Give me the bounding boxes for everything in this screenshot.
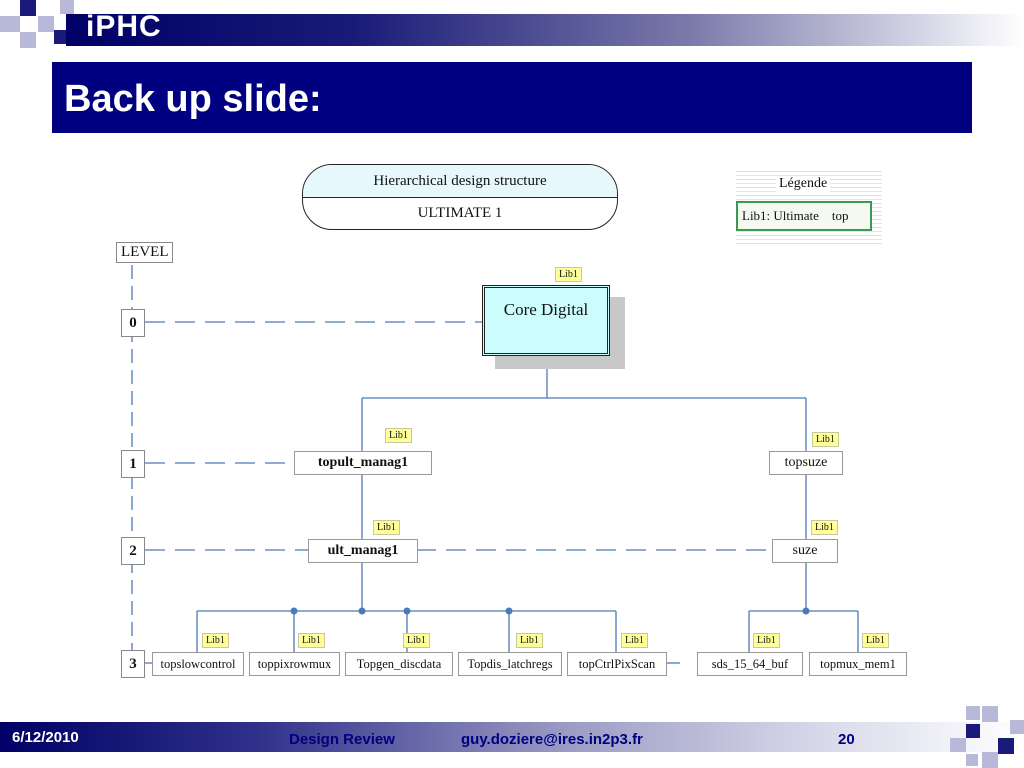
slide-title: Back up slide:	[64, 78, 322, 120]
title-bar	[52, 62, 972, 133]
logo-square	[0, 16, 20, 32]
leaf-sds-15-64-buf: sds_15_64_buf	[697, 652, 803, 676]
logo-square	[1010, 720, 1024, 734]
level-1-marker: 1	[121, 450, 145, 478]
iphc-logo: iPHC	[86, 10, 162, 43]
page-number: 20	[838, 731, 855, 748]
logo-square	[20, 32, 36, 48]
lib-tag: Lib1	[385, 428, 412, 443]
level-label: LEVEL	[116, 242, 174, 263]
ult-manag1-node: ult_manag1	[308, 539, 418, 563]
lib-tag: Lib1	[516, 633, 543, 648]
lib-tag: Lib1	[202, 633, 229, 648]
structure-heading-title: Hierarchical design structure	[303, 165, 617, 198]
header-strip	[66, 14, 1024, 46]
logo-square	[950, 738, 966, 752]
lib-tag: Lib1	[555, 267, 582, 282]
leaf-topgen-discdata: Topgen_discdata	[345, 652, 453, 676]
legend-entry-text: Lib1: Ultimate top	[742, 208, 849, 223]
structure-heading-subtitle: ULTIMATE 1	[417, 205, 503, 221]
level-2-marker: 2	[121, 537, 145, 565]
leaf-topmux-mem1: topmux_mem1	[809, 652, 907, 676]
lib-tag: Lib1	[812, 432, 839, 447]
logo-square	[38, 16, 54, 32]
lib-tag: Lib1	[621, 633, 648, 648]
leaf-topdis-latchregs: Topdis_latchregs	[458, 652, 562, 676]
logo-square	[998, 738, 1014, 754]
logo-square	[966, 754, 978, 766]
lib-tag: Lib1	[862, 633, 889, 648]
footer-title: Design Review	[289, 731, 395, 748]
level-3-marker: 3	[121, 650, 145, 678]
lib-tag: Lib1	[373, 520, 400, 535]
topsuze-node: topsuze	[769, 451, 843, 475]
lib-tag: Lib1	[403, 633, 430, 648]
level-0-marker: 0	[121, 309, 145, 337]
footer-date: 6/12/2010	[12, 729, 79, 746]
topult-manag1-node: topult_manag1	[294, 451, 432, 475]
lib-tag: Lib1	[753, 633, 780, 648]
logo-square	[54, 30, 68, 44]
logo-square	[966, 724, 980, 738]
logo-square	[982, 706, 998, 722]
legend-title: Légende	[776, 176, 831, 192]
lib-tag: Lib1	[811, 520, 838, 535]
leaf-toppixrowmux: toppixrowmux	[249, 652, 340, 676]
leaf-topctrlpixscan: topCtrlPixScan	[567, 652, 667, 676]
logo-square	[20, 0, 36, 16]
leaf-topslowcontrol: topslowcontrol	[152, 652, 244, 676]
footer-bar	[0, 722, 1024, 752]
suze-node: suze	[772, 539, 838, 563]
legend-entry: Lib1: Ultimate top	[736, 201, 872, 231]
lib-tag: Lib1	[298, 633, 325, 648]
core-digital-node: Core Digital	[482, 285, 610, 356]
logo-square	[966, 706, 980, 720]
logo-square	[982, 752, 998, 768]
logo-square	[60, 0, 74, 14]
structure-heading-box: Hierarchical design structure ULTIMATE 1	[302, 164, 618, 230]
footer-email: guy.doziere@ires.in2p3.fr	[461, 731, 643, 748]
